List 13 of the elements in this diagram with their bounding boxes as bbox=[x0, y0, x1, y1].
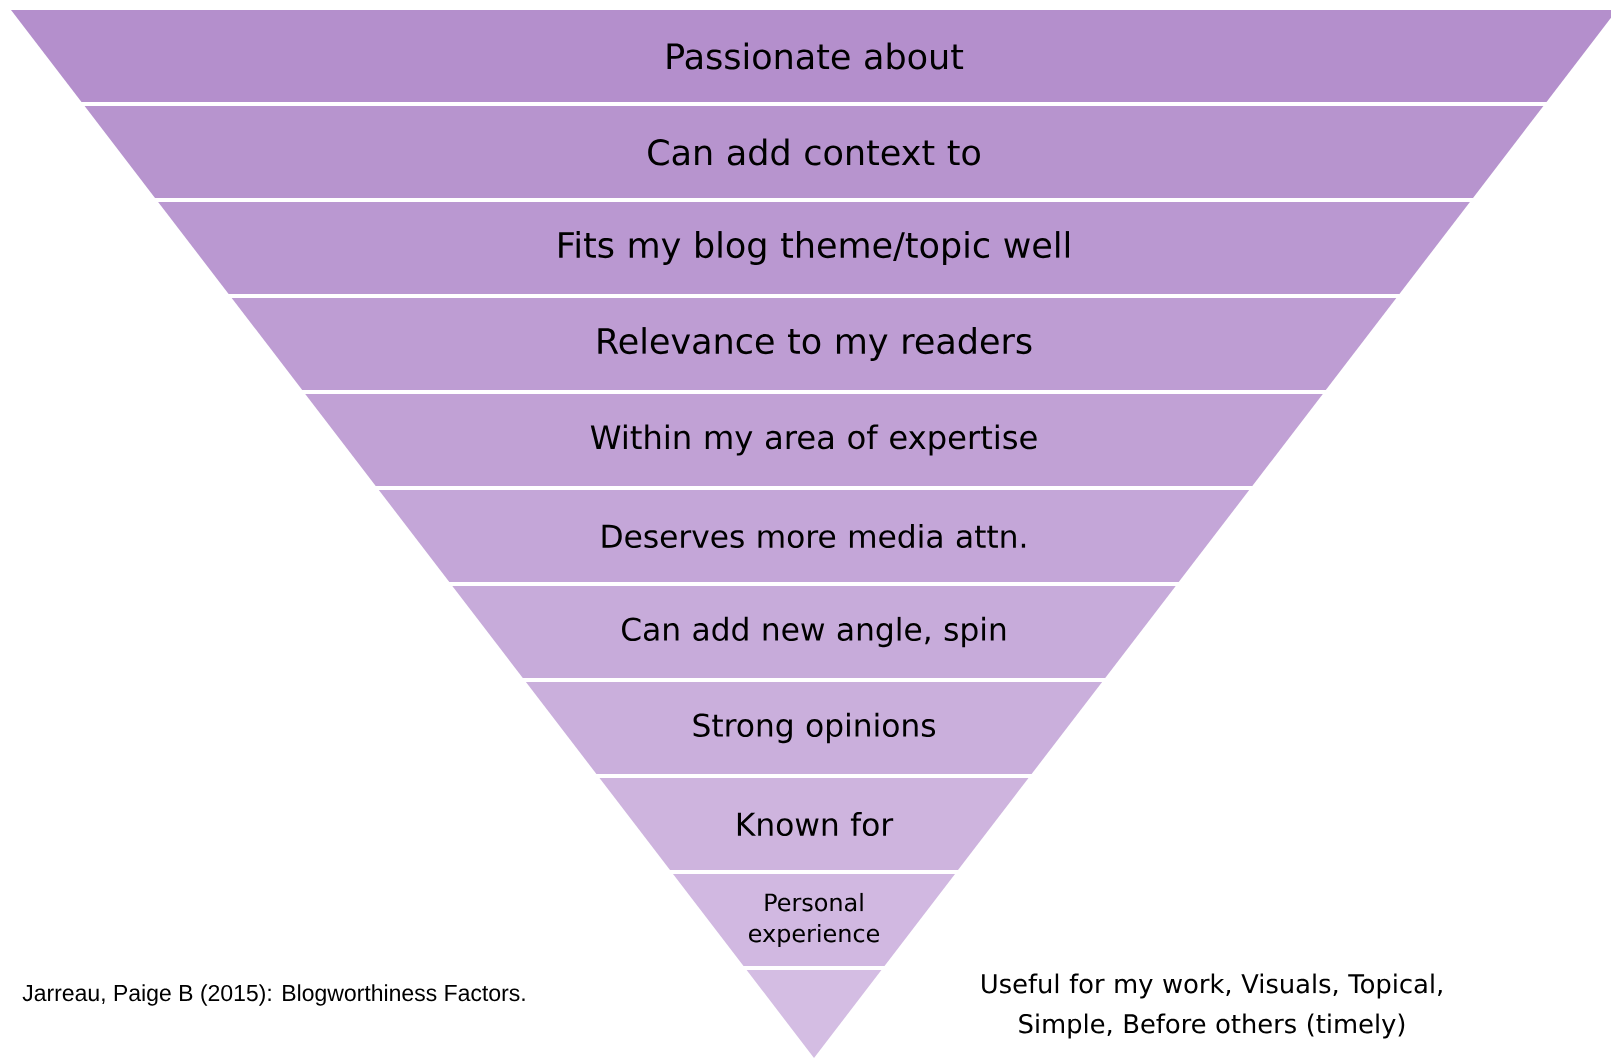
funnel-band: Strong opinions bbox=[525, 682, 1103, 774]
citation-text: Jarreau, Paige B (2015): Blogworthiness Factors. bbox=[22, 984, 525, 1006]
funnel-band: Can add new angle, spin bbox=[452, 586, 1176, 678]
funnel-band: Relevance to my readers bbox=[231, 298, 1397, 390]
funnel-band: Known for bbox=[599, 778, 1029, 870]
note-text: Useful for my work, Visuals, Topical, Simple, Before others (timely) bbox=[982, 973, 1442, 1039]
funnel-band: Can add context to bbox=[84, 106, 1544, 198]
funnel-band: Personal experience bbox=[673, 874, 955, 966]
funnel-tip bbox=[746, 970, 882, 1058]
funnel-band: Fits my blog theme/topic well bbox=[158, 202, 1470, 294]
funnel-band: Within my area of expertise bbox=[305, 394, 1323, 486]
funnel-band: Passionate about bbox=[11, 10, 1611, 102]
funnel-band: Deserves more media attn. bbox=[378, 490, 1250, 582]
